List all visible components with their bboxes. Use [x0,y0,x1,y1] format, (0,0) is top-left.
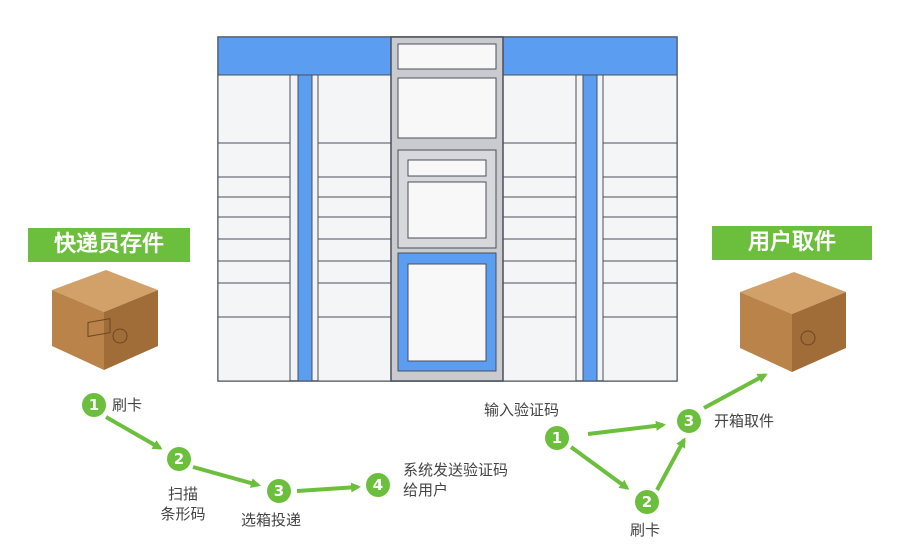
courier-step-3-badge: 3 [267,479,291,503]
courier-step-2-label: 扫描 条形码 [148,484,218,524]
courier-step-3-label: 选箱投递 [241,511,302,529]
arrow-user-3-box [703,373,768,410]
user-step-3-label: 开箱取件 [714,412,775,430]
arrow-courier-3-4 [296,482,361,493]
courier-step-2-label-line2: 条形码 [160,505,206,523]
arrow-courier-2-3 [192,465,261,488]
user-step-1-label: 输入验证码 [484,401,560,419]
courier-step-1-badge: 1 [82,393,106,417]
courier-step-4-label-line2: 给用户 [403,481,449,499]
arrow-courier-1-2 [105,415,163,450]
courier-deposit-banner: 快递员存件 [28,228,190,262]
courier-step-2-label-line1: 扫描 [167,485,198,503]
arrow-user-2-3 [655,437,686,491]
courier-step-2-badge: 2 [167,447,191,471]
courier-step-4-label: 系统发送验证码 给用户 [403,460,508,500]
user-step-3-badge: 3 [677,409,701,433]
courier-step-4-badge: 4 [366,473,390,497]
courier-step-4-label-line1: 系统发送验证码 [403,461,509,479]
user-step-2-label: 刷卡 [630,521,661,539]
user-step-1-badge: 1 [545,426,569,450]
user-step-2-badge: 2 [635,490,659,514]
courier-step-1-label: 刷卡 [112,396,143,414]
arrow-user-1-2 [569,445,630,490]
arrow-user-1-3 [587,420,666,436]
user-pickup-banner: 用户取件 [712,226,872,260]
